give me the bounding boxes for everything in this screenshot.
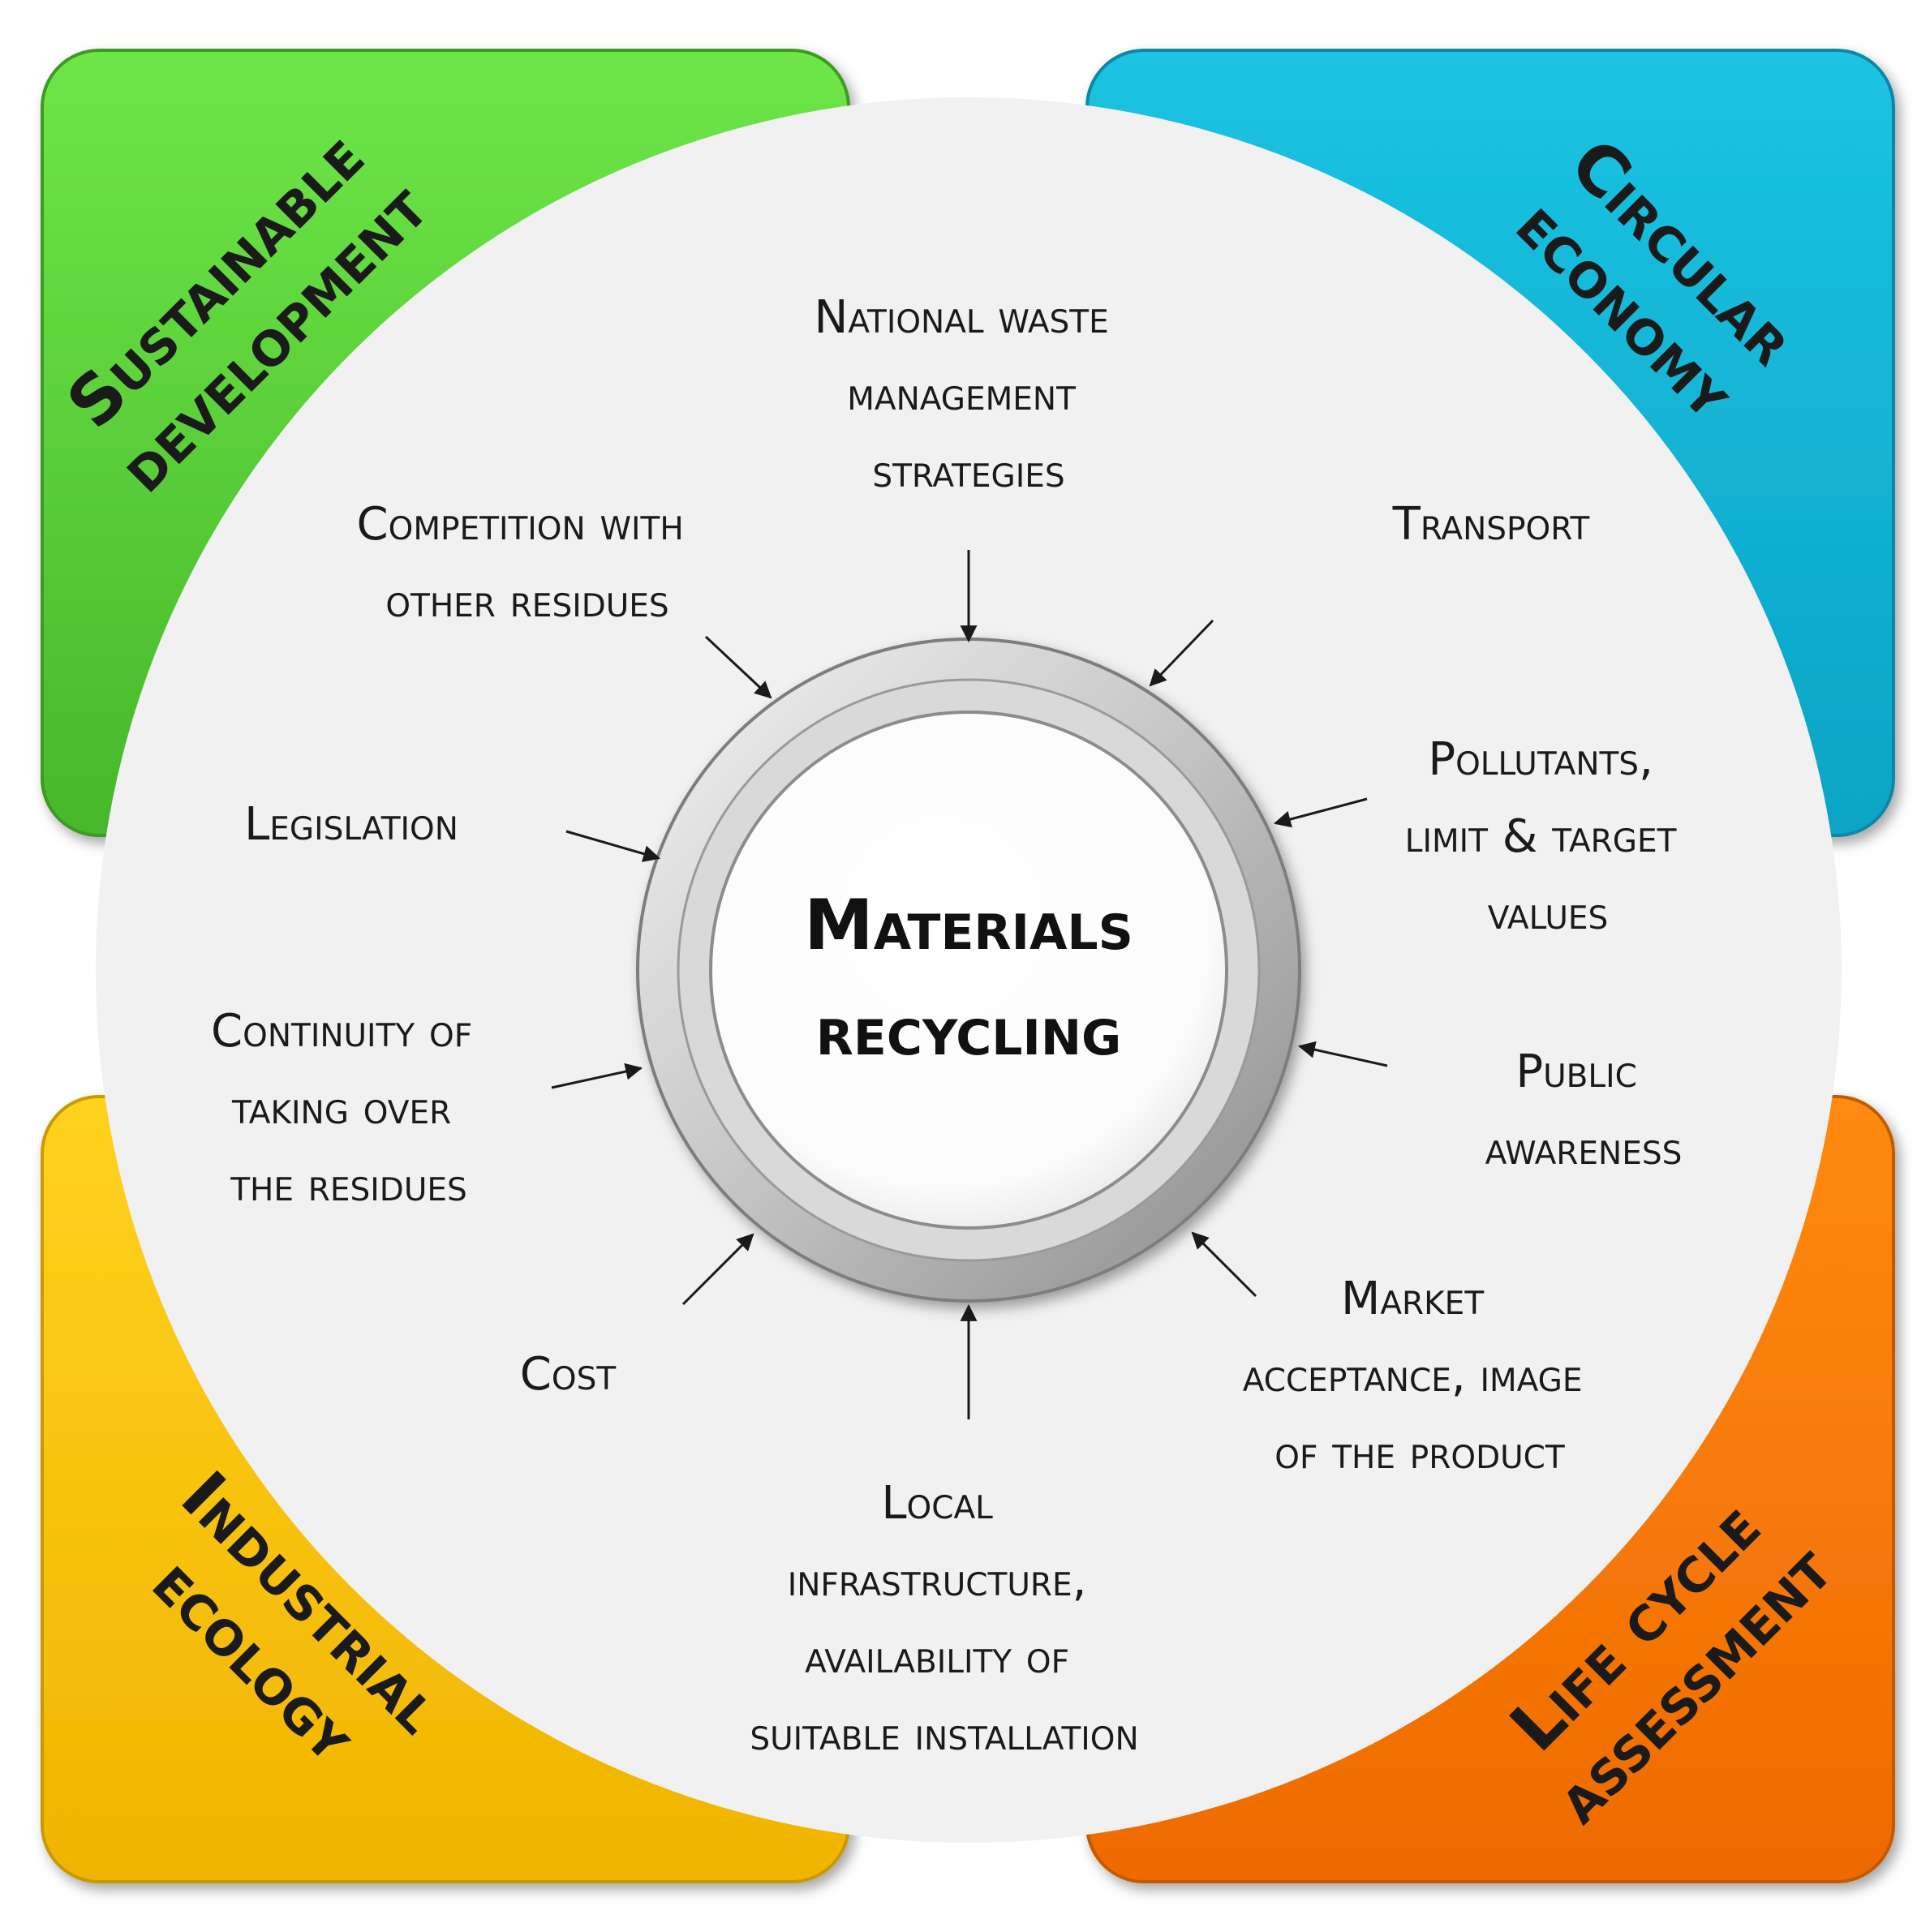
arrow-pollutants (1273, 797, 1368, 828)
arrow-continuity (551, 1063, 643, 1089)
center-title-line-1: Materials (804, 885, 1133, 966)
factor-competition: Competition with other residues (357, 498, 698, 628)
factor-local-infrastructure: Local infrastructure, availability of su… (750, 1477, 1138, 1761)
factor-cost: Cost (520, 1348, 617, 1401)
arrow-competition (704, 635, 772, 699)
factor-labels: National waste management strategies Tra… (211, 291, 1691, 1761)
influence-arrows (551, 550, 1388, 1419)
factor-continuity: Continuity of taking over the residues (211, 1005, 487, 1212)
factor-national-waste: National waste management strategies (814, 291, 1123, 498)
svg-text:Materials: Materials (804, 885, 1133, 966)
arrow-legislation (565, 830, 661, 862)
arrow-cost (681, 1233, 754, 1306)
factor-pollutants: Pollutants, limit & target values (1405, 733, 1691, 940)
factor-transport: Transport (1392, 498, 1590, 551)
center-title: Materials recycling (804, 885, 1133, 1071)
factor-legislation: Legislation (244, 798, 458, 851)
svg-text:recycling: recycling (816, 990, 1122, 1071)
arrow-public-awareness (1297, 1041, 1388, 1067)
center-ring (636, 638, 1301, 1303)
factor-public-awareness: Public awareness (1485, 1045, 1683, 1175)
center-title-line-2: recycling (816, 990, 1122, 1071)
arrow-transport (1149, 619, 1214, 687)
factor-market-acceptance: Market acceptance, image of the product (1243, 1273, 1597, 1479)
arrow-market-acceptance (1191, 1231, 1257, 1298)
